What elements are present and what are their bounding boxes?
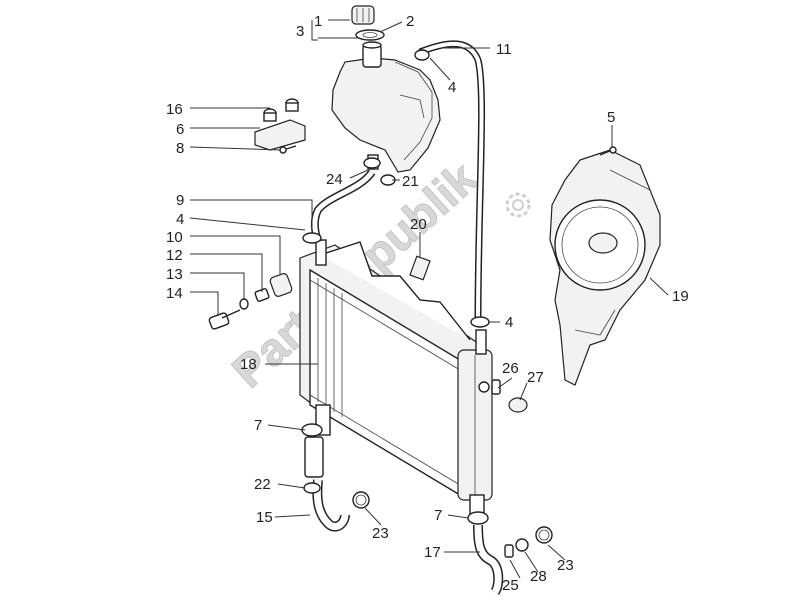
label-7-left: 7 bbox=[254, 417, 262, 434]
label-3: 3 bbox=[296, 23, 304, 40]
cooling-fan bbox=[549, 146, 661, 386]
label-18: 18 bbox=[240, 356, 257, 373]
label-2: 2 bbox=[406, 13, 414, 30]
label-13: 13 bbox=[166, 266, 183, 283]
label-4-left: 4 bbox=[176, 211, 184, 228]
expansion-tank bbox=[331, 5, 441, 186]
clamps-23 bbox=[352, 491, 553, 544]
label-5: 5 bbox=[607, 109, 615, 126]
label-7-right: 7 bbox=[434, 507, 442, 524]
drain-screw-set bbox=[208, 273, 293, 330]
label-1: 1 bbox=[314, 13, 322, 30]
label-14: 14 bbox=[166, 285, 183, 302]
label-10: 10 bbox=[166, 229, 183, 246]
gear-icon bbox=[505, 192, 531, 218]
label-6: 6 bbox=[176, 121, 184, 138]
label-25: 25 bbox=[502, 577, 519, 594]
label-22: 22 bbox=[254, 476, 271, 493]
label-19: 19 bbox=[672, 288, 689, 305]
label-20: 20 bbox=[410, 216, 427, 233]
label-26: 26 bbox=[502, 360, 519, 377]
label-9: 9 bbox=[176, 192, 184, 209]
label-17: 17 bbox=[424, 544, 441, 561]
radiator bbox=[299, 239, 493, 521]
label-15: 15 bbox=[256, 509, 273, 526]
label-21: 21 bbox=[402, 173, 419, 190]
label-4-right: 4 bbox=[505, 314, 513, 331]
label-23-right: 23 bbox=[557, 557, 574, 574]
part-labels: 1 3 2 4 11 16 6 8 24 21 9 4 20 10 12 13 … bbox=[166, 13, 689, 594]
label-28: 28 bbox=[530, 568, 547, 585]
label-16: 16 bbox=[166, 101, 183, 118]
label-24: 24 bbox=[326, 171, 343, 188]
label-11: 11 bbox=[496, 41, 512, 58]
label-4-top: 4 bbox=[448, 79, 456, 96]
label-23-left: 23 bbox=[372, 525, 389, 542]
label-12: 12 bbox=[166, 247, 183, 264]
hose-clamps-4 bbox=[302, 49, 490, 328]
label-8: 8 bbox=[176, 140, 184, 157]
tank-bracket bbox=[254, 98, 306, 154]
leader-lines bbox=[189, 19, 669, 579]
label-27: 27 bbox=[527, 369, 544, 386]
